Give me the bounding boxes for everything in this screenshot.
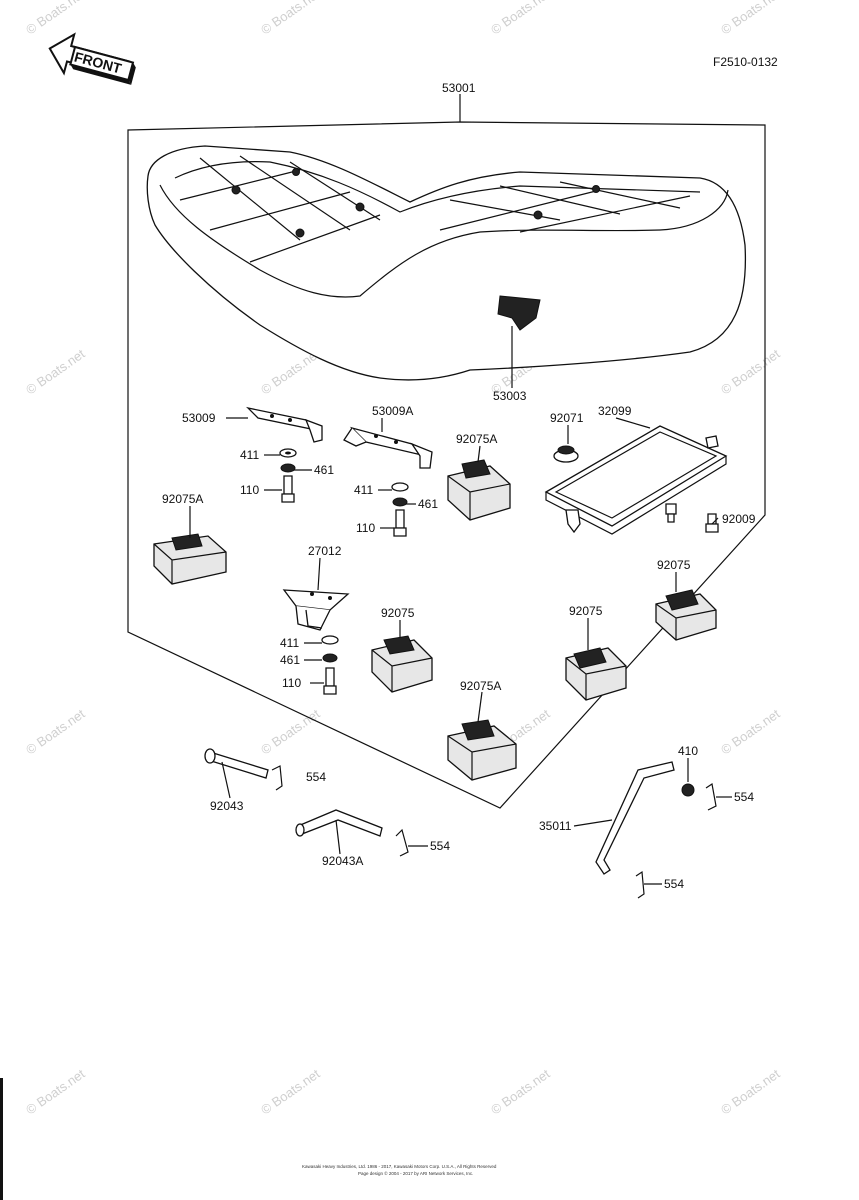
watermark: © Boats.net [718,0,783,37]
watermark: © Boats.net [23,0,88,37]
front-arrow-icon: FRONT [48,32,136,85]
label-lockwasher-2: 461 [418,497,438,511]
label-clip-1: 554 [306,770,326,784]
watermark: © Boats.net [258,1066,323,1118]
watermark: © Boats.net [258,0,323,37]
label-bracket-left: 53009 [182,411,216,425]
label-seat-emblem: 53003 [493,389,527,403]
footer-page-design: Page design © 2004 - 2017 by ARI Network… [358,1170,473,1176]
watermark: © Boats.net [258,706,323,758]
label-lockwasher-3: 461 [280,653,300,667]
diagram-code: F2510-0132 [713,55,778,69]
label-pin-bent: 92043A [322,854,363,868]
label-washer-1: 411 [240,448,259,462]
fastener-stack-2 [391,482,409,537]
label-damper-mid: 92075 [381,606,415,620]
damper-92075a-mid [447,459,511,521]
label-tray: 32099 [598,404,632,418]
label-tray-bolt: 92009 [722,512,756,526]
watermark: © Boats.net [718,346,783,398]
label-bracket-lower: 27012 [308,544,342,558]
damper-92075-mid [371,635,433,693]
label-clip-2: 554 [430,839,450,853]
rod-35011 [595,761,717,899]
label-clip-4: 554 [734,790,754,804]
watermark: © Boats.net [23,346,88,398]
footer-copyright: Kawasaki Heavy Industries, Ltd. 1986 - 2… [302,1164,497,1169]
bracket-27012 [282,589,350,631]
grommet-92071 [553,445,579,463]
damper-92075a-left [153,533,227,585]
label-damper-right-1: 92075 [569,604,603,618]
label-lockwasher-1: 461 [314,463,334,477]
watermark: © Boats.net [718,706,783,758]
tray-32099 [544,425,728,535]
scan-edge-mark [0,1078,3,1200]
label-damper-right-2: 92075 [657,558,691,572]
label-bolt-2: 110 [356,521,375,535]
label-damper-a-mid: 92075A [456,432,497,446]
pin-92043 [204,748,283,791]
damper-92075a-bottom [447,719,517,781]
damper-92075-right-2 [655,589,717,641]
label-damper-a-left: 92075A [162,492,203,506]
bolt-92009 [665,503,719,533]
label-washer-3: 411 [280,636,299,650]
pin-92043a [295,809,409,857]
label-washer-2: 411 [354,483,373,497]
watermark: © Boats.net [23,706,88,758]
damper-92075-right-1 [565,647,627,701]
label-damper-a-bottom: 92075A [460,679,501,693]
leader-lines [189,94,732,885]
label-pin: 92043 [210,799,244,813]
label-clip-3: 554 [664,877,684,891]
watermark: © Boats.net [488,1066,553,1118]
label-bolt-3: 110 [282,676,301,690]
seat [146,145,747,381]
callout-labels: 53001 53003 53009 53009A 92075A 92071 32… [162,81,756,891]
label-bolt-1: 110 [240,483,259,497]
label-grommet: 92071 [550,411,584,425]
watermark: © Boats.net [23,1066,88,1118]
bracket-53009 [246,406,323,443]
label-bracket-mid: 53009A [372,404,413,418]
label-nut: 410 [678,744,698,758]
fastener-stack-1 [279,448,297,503]
label-rod: 35011 [539,819,572,833]
watermark: © Boats.net [488,0,553,37]
bracket-53009a [343,426,433,469]
fastener-stack-3 [321,635,339,695]
label-seat: 53001 [442,81,476,95]
watermark: © Boats.net [718,1066,783,1118]
